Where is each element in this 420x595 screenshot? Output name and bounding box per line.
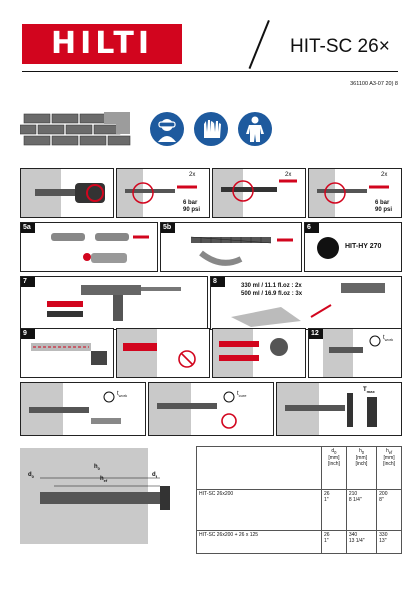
repeat-label: 2x [285,172,292,178]
step-13-cure: 13 twork [20,382,146,436]
step-14-cure: 14 tcure [148,382,274,436]
step-number: 6 [305,223,319,233]
col-hef: hef[mm][inch] [376,446,402,490]
step-9-inject: 9 [20,328,114,378]
step-1-drill: 1 [20,168,114,218]
cure-time-label: tcure [237,391,247,399]
step-11-insert: 11 [212,328,306,378]
step-5b-screw: 5b [160,222,302,272]
table-header-row: d0[mm][inch] h0[mm][inch] hef[mm][inch] [196,446,402,490]
repeat-label: 2x [381,172,388,178]
step-3-brush: 3 2x [212,168,306,218]
step-7-dispenser: 7 [20,276,208,330]
df-label: df [152,472,158,480]
step-5a-capsule: 5a [20,222,158,272]
step-12-wait: 12 twork [308,328,402,378]
document-number: 361100 A3-07 20) 8 [350,81,398,87]
step-10-fill: 10 [116,328,210,378]
step-number: 12 [309,329,323,339]
col-d0: d0[mm][inch] [321,446,347,490]
step-number: 5b [161,223,175,233]
discard-ratio-500: 500 ml / 16.9 fl.oz : 3x [241,291,303,297]
step-4-blow: 4 2x 6 bar 90 psi [308,168,402,218]
repeat-label: 2x [189,172,196,178]
work-time-label: twork [117,391,128,399]
hilti-logo: HILTI [22,24,182,64]
goggles-icon [150,112,184,146]
col-h0: h0[mm][inch] [345,446,378,490]
h0-label: h0 [94,464,100,472]
pressure-label: 6 bar [183,200,198,206]
coverall-icon [238,112,272,146]
step-number: 9 [21,329,35,339]
step-15-torque: 15 Tmax [276,382,402,436]
manual-label: HIT-HY 270 [345,243,382,250]
pressure-psi-label: 90 psi [183,207,201,213]
step-6-manual: 6 HIT-HY 270 [304,222,402,272]
step-8-discard: 8 330 ml / 11.1 fl.oz : 2x 500 ml / 16.9… [210,276,402,330]
step-number: 5a [21,223,35,233]
step-2-blow: 2 2x 6 bar 90 psi [116,168,210,218]
title-divider [248,20,270,69]
hef-label: hef [100,476,108,484]
step-number: 7 [21,277,35,287]
discard-ratio-330: 330 ml / 11.1 fl.oz : 2x [241,283,302,289]
header-rule [22,71,398,72]
setting-diagram: d0 h0 hef df [20,448,196,544]
manual-icon [317,237,339,259]
product-title: HIT-SC 26× [290,36,390,57]
gloves-icon [194,112,228,146]
work-time-label: twork [383,335,394,343]
pressure-label: 6 bar [375,200,390,206]
step-number: 8 [211,277,225,287]
max-torque-label: Tmax [363,387,375,395]
pressure-psi-label: 90 psi [375,207,393,213]
d0-label: d0 [28,472,34,480]
masonry-image [19,108,132,152]
dimensions-table: d0[mm][inch] h0[mm][inch] hef[mm][inch] … [196,446,402,554]
